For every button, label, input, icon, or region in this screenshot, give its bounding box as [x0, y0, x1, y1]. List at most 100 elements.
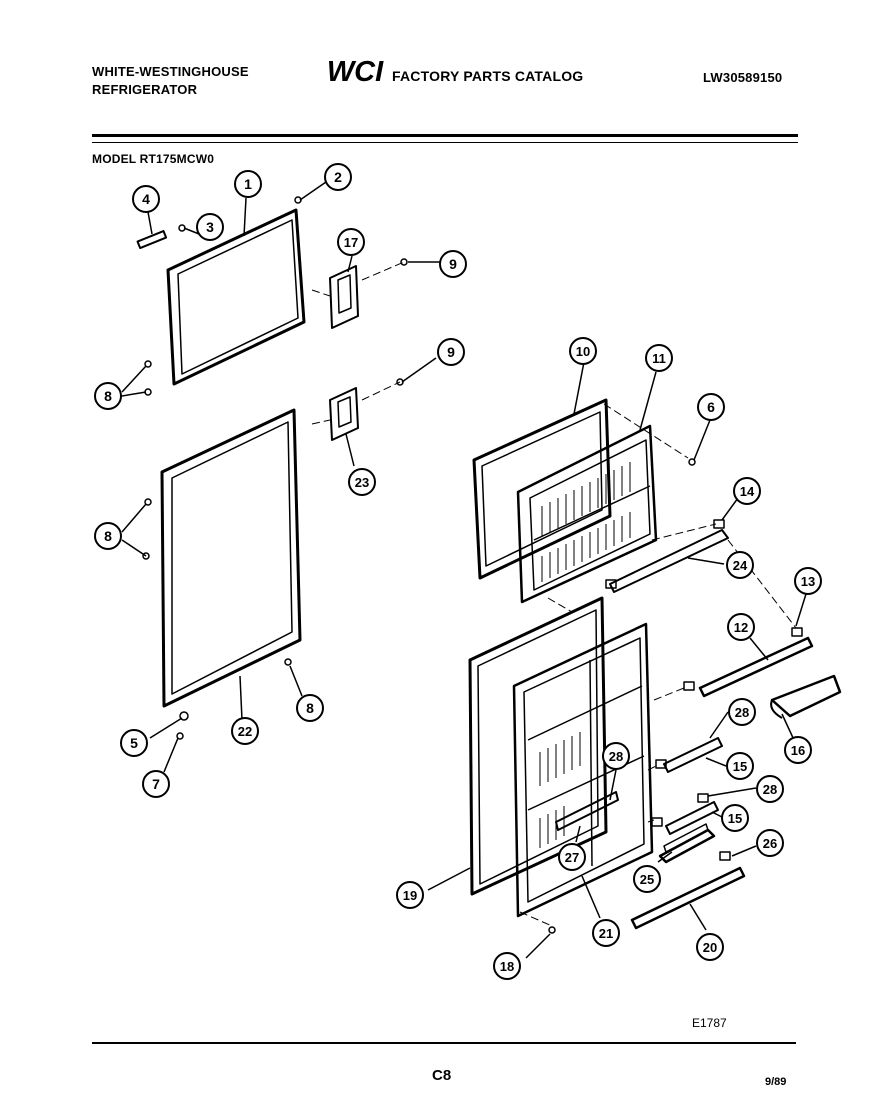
- part-callout: 1: [234, 170, 262, 198]
- callout-circle: [337, 228, 365, 256]
- hinge-bracket-part: [329, 265, 359, 329]
- part-callout: 28: [728, 698, 756, 726]
- part-callout: 3: [196, 213, 224, 241]
- part-callout: 23: [348, 468, 376, 496]
- part-callout: 28: [602, 742, 630, 770]
- callout-circle: [645, 344, 673, 372]
- callout-label: 16: [791, 743, 805, 758]
- callout-label: 8: [104, 388, 112, 404]
- freezer-door-gasket-part: [166, 208, 306, 386]
- callout-label: 20: [703, 940, 717, 955]
- callout-circle: [348, 468, 376, 496]
- callout-circle: [324, 163, 352, 191]
- part-callout: 9: [437, 338, 465, 366]
- callout-circle: [794, 567, 822, 595]
- callout-circle: [726, 752, 754, 780]
- callout-label: 28: [609, 749, 623, 764]
- callout-label: 24: [733, 558, 748, 573]
- callout-circle: [196, 213, 224, 241]
- part-callout: 21: [592, 919, 620, 947]
- part-callout: 24: [726, 551, 754, 579]
- callout-label: 28: [735, 705, 749, 720]
- callout-label: 8: [104, 528, 112, 544]
- page-number: C8: [432, 1067, 452, 1084]
- part-callout: 8: [94, 522, 122, 550]
- part-callout: 2: [324, 163, 352, 191]
- callout-circle: [396, 881, 424, 909]
- callout-circle: [602, 742, 630, 770]
- callout-circle: [439, 250, 467, 278]
- part-callout: 13: [794, 567, 822, 595]
- callout-circle: [94, 522, 122, 550]
- part-callout: 20: [696, 933, 724, 961]
- callout-circle: [569, 337, 597, 365]
- callout-label: 23: [355, 475, 369, 490]
- callout-circle: [696, 933, 724, 961]
- part-callout: 4: [132, 185, 160, 213]
- callout-label: 13: [801, 574, 815, 589]
- part-callout: 8: [296, 694, 324, 722]
- door-shelf-rail-part: [630, 866, 746, 930]
- part-callout: 14: [733, 477, 761, 505]
- fresh-food-door-liner-part: [512, 622, 654, 918]
- dairy-door-part: [770, 674, 842, 719]
- callout-label: 28: [763, 782, 777, 797]
- callout-label: 11: [652, 351, 666, 366]
- callout-circle: [437, 338, 465, 366]
- callout-label: 2: [334, 169, 342, 185]
- fresh-food-inner-gasket-part: [468, 596, 608, 896]
- callout-label: 14: [740, 484, 755, 499]
- callout-label: 9: [447, 344, 455, 360]
- callout-label: 6: [707, 399, 715, 415]
- header-rule: [92, 134, 798, 137]
- callout-circle: [697, 393, 725, 421]
- part-number: LW30589150: [703, 70, 783, 85]
- part-callout: 10: [569, 337, 597, 365]
- part-callout: 17: [337, 228, 365, 256]
- drawing-number: E1787: [692, 1016, 727, 1030]
- brand-name: WHITE-WESTINGHOUSE: [92, 64, 249, 79]
- callout-label: 7: [152, 776, 160, 792]
- catalog-date: 9/89: [765, 1076, 787, 1088]
- part-callout: 27: [558, 843, 586, 871]
- callout-circle: [728, 698, 756, 726]
- catalog-title: FACTORY PARTS CATALOG: [392, 68, 584, 84]
- fasteners: [142, 196, 803, 934]
- callout-circle: [592, 919, 620, 947]
- part-callout: 19: [396, 881, 424, 909]
- model-number: MODEL RT175MCW0: [92, 152, 215, 166]
- callout-label: 26: [763, 836, 777, 851]
- part-callout: 15: [721, 804, 749, 832]
- callout-circle: [784, 736, 812, 764]
- part-callout: 25: [633, 865, 661, 893]
- callout-circle: [721, 804, 749, 832]
- wci-logo: WCI: [327, 56, 384, 86]
- callout-label: 3: [206, 219, 214, 235]
- callout-label: 5: [130, 735, 138, 751]
- callout-circle: [756, 829, 784, 857]
- callout-label: 27: [565, 850, 579, 865]
- callout-label: 9: [449, 256, 457, 272]
- door-shelf-part: [665, 801, 719, 835]
- callout-circle: [493, 952, 521, 980]
- butter-compartment-part: [658, 823, 716, 864]
- callout-label: 1: [244, 176, 252, 192]
- callout-circle: [120, 729, 148, 757]
- part-callout: 15: [726, 752, 754, 780]
- part-callout: 26: [756, 829, 784, 857]
- part-callout: 18: [493, 952, 521, 980]
- callout-circle: [94, 382, 122, 410]
- freezer-door-liner-part: [516, 424, 658, 604]
- callout-label: 15: [733, 759, 747, 774]
- callout-circle: [726, 551, 754, 579]
- part-callout: 6: [697, 393, 725, 421]
- callout-circle: [142, 770, 170, 798]
- callout-label: 8: [306, 700, 314, 716]
- freezer-inner-gasket-part: [472, 398, 612, 580]
- callout-circle: [296, 694, 324, 722]
- part-callout: 5: [120, 729, 148, 757]
- callout-circle: [733, 477, 761, 505]
- callout-circle: [633, 865, 661, 893]
- header-rule-thin: [92, 142, 798, 143]
